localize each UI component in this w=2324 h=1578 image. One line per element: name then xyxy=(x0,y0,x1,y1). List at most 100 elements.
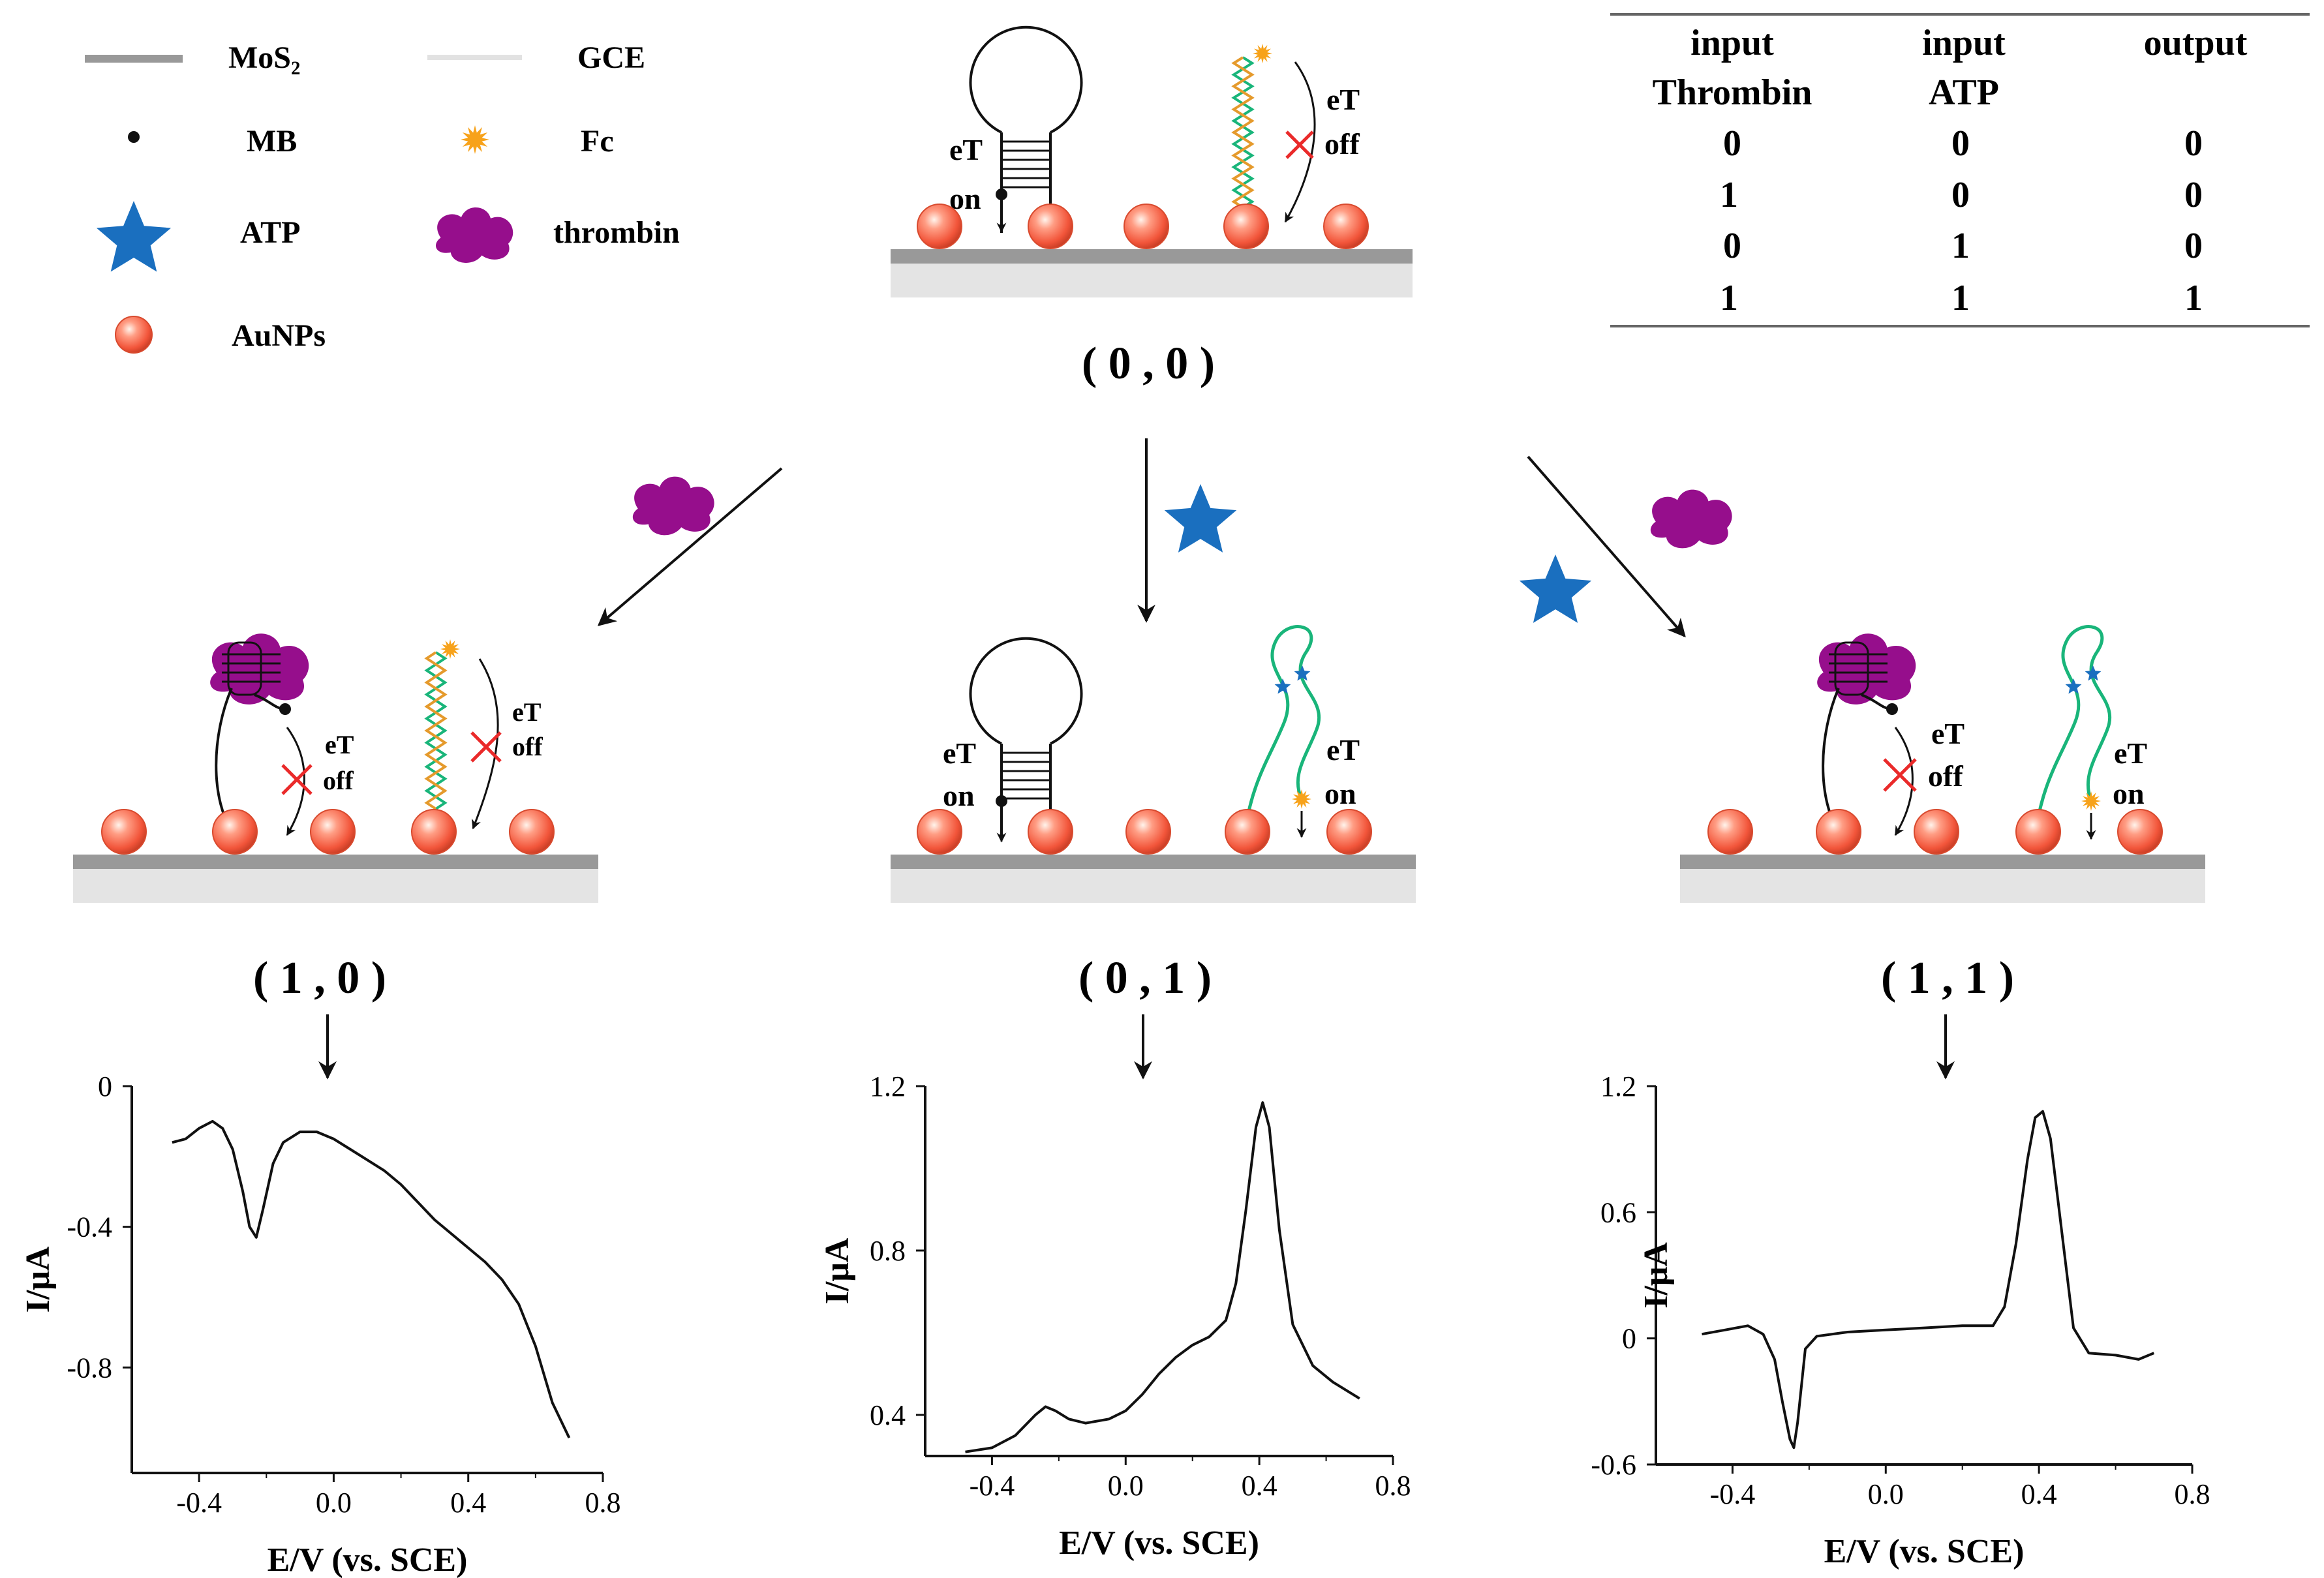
x-tick-label: 0.4 xyxy=(2021,1478,2057,1510)
x-tick-label: 0.0 xyxy=(1868,1478,1904,1510)
arrow-icon xyxy=(597,467,783,626)
table-cell: 0 xyxy=(2184,175,2203,215)
fc-burst-icon xyxy=(1253,44,1272,63)
on-label: on xyxy=(943,779,975,812)
x-axis-label: E/V (vs. SCE) xyxy=(1824,1533,2025,1570)
atp-star-icon xyxy=(1274,678,1291,694)
x-tick-label: 0.0 xyxy=(1108,1470,1144,1502)
state-label-10: ( 1 , 0 ) xyxy=(253,953,386,1003)
electrode-state-01: eT on eT on xyxy=(891,625,1416,903)
mb-dot-icon xyxy=(996,795,1007,807)
hairpin-loop xyxy=(969,25,1083,134)
fc-burst-icon xyxy=(1292,789,1311,809)
aunp-sphere-icon xyxy=(1028,809,1073,855)
table-header-thrombin-line1: input xyxy=(1690,23,1774,63)
off-label: off xyxy=(1928,759,1963,793)
x-tick-label: 0.4 xyxy=(1242,1470,1277,1502)
atp-aptamer-strand xyxy=(1243,625,1321,834)
table-cell: 0 xyxy=(2184,226,2203,266)
thrombin-blob-icon xyxy=(1650,489,1732,549)
y-axis-label: I/μA xyxy=(20,1246,57,1312)
off-label: off xyxy=(323,766,354,795)
x-axis-label: E/V (vs. SCE) xyxy=(268,1541,468,1578)
off-label: off xyxy=(512,732,543,761)
gce-layer xyxy=(73,867,598,903)
aunp-sphere-icon xyxy=(1326,809,1372,855)
thrombin-legend-label: thrombin xyxy=(553,215,680,250)
aunp-sphere-icon xyxy=(411,809,457,855)
y-axis-label: I/μA xyxy=(1638,1242,1675,1309)
cross-icon xyxy=(470,731,502,763)
atp-aptamer-strand xyxy=(2034,625,2112,834)
mos2-layer xyxy=(891,249,1413,264)
on-label: on xyxy=(1324,777,1356,810)
aunp-sphere-icon xyxy=(2117,809,2163,855)
aunp-sphere-icon xyxy=(1323,204,1369,249)
y-tick-label: -0.6 xyxy=(1591,1449,1636,1481)
atp-legend-label: ATP xyxy=(240,215,300,250)
table-cell: 0 xyxy=(1723,226,1741,266)
table-header-atp-line2: ATP xyxy=(1929,72,1999,113)
y-tick-label: 0.4 xyxy=(870,1399,906,1431)
thrombin-input-icon xyxy=(632,476,714,536)
electron-transfer-arrow xyxy=(1894,727,1914,836)
x-tick-label: 0.8 xyxy=(2175,1478,2210,1510)
dpv-curve-series xyxy=(1702,1110,2155,1449)
table-header-atp-line1: input xyxy=(1922,23,2006,63)
x-tick-label: -0.4 xyxy=(970,1470,1015,1502)
y-tick-label: 1.2 xyxy=(1600,1070,1636,1102)
aunp-sphere-icon xyxy=(1125,809,1171,855)
state-label-11: ( 1 , 1 ) xyxy=(1881,953,2014,1003)
bound-aptamer xyxy=(1834,641,1869,696)
table-cell: 1 xyxy=(1951,226,1970,266)
gce-legend-label: GCE xyxy=(577,40,645,75)
et-label: eT xyxy=(512,697,542,727)
table-cell: 1 xyxy=(1720,278,1738,318)
atp-star-icon xyxy=(2085,665,2102,681)
table-cell: 0 xyxy=(1723,123,1741,164)
electron-transfer-arrow xyxy=(471,658,499,830)
atp-star-icon xyxy=(1294,665,1311,681)
table-header-thrombin-line2: Thrombin xyxy=(1653,72,1812,113)
table-cell: 0 xyxy=(2184,123,2203,164)
gce-layer xyxy=(1680,867,2205,903)
atp-star-icon xyxy=(96,201,172,272)
aunp-sphere-icon xyxy=(310,809,356,855)
mb-dot-icon xyxy=(1886,703,1898,715)
y-tick-label: 0 xyxy=(1622,1323,1636,1355)
x-tick-label: 0.4 xyxy=(450,1487,486,1519)
table-cell: 1 xyxy=(1951,278,1970,318)
aunp-sphere-icon xyxy=(2015,809,2061,855)
y-tick-label: 1.2 xyxy=(870,1070,906,1102)
gce-layer xyxy=(891,867,1416,903)
dpv-curve-series xyxy=(965,1101,1360,1453)
et-label: eT xyxy=(943,736,976,770)
fc-burst-icon xyxy=(2081,791,2101,811)
state-label-00: ( 0 , 0 ) xyxy=(1082,339,1215,389)
atp-input-icon xyxy=(1164,484,1237,553)
thrombin-blob-icon xyxy=(435,207,513,263)
aunp-sphere-icon xyxy=(1914,809,1959,855)
aunp-sphere-icon xyxy=(1225,809,1270,855)
et-label: eT xyxy=(1326,733,1360,766)
thrombin-blob-icon xyxy=(210,633,309,705)
dna-duplex-orange xyxy=(424,651,448,810)
atp-input-icon xyxy=(1519,554,1592,623)
state-label-01: ( 0 , 1 ) xyxy=(1078,953,1212,1003)
y-tick-label: 0 xyxy=(98,1070,112,1102)
atp-star-icon xyxy=(1519,554,1592,623)
dna-duplex-orange xyxy=(1231,56,1255,209)
dpv-curve-series xyxy=(172,1119,571,1438)
thrombin-input-icon xyxy=(1650,489,1732,549)
truth-table: input Thrombin input ATP output 0 0 0 1 … xyxy=(1610,13,2310,327)
mb-dot-icon xyxy=(996,189,1007,200)
et-label: eT xyxy=(2114,736,2147,770)
on-label: on xyxy=(2113,777,2145,810)
thrombin-blob-icon xyxy=(1817,633,1916,705)
